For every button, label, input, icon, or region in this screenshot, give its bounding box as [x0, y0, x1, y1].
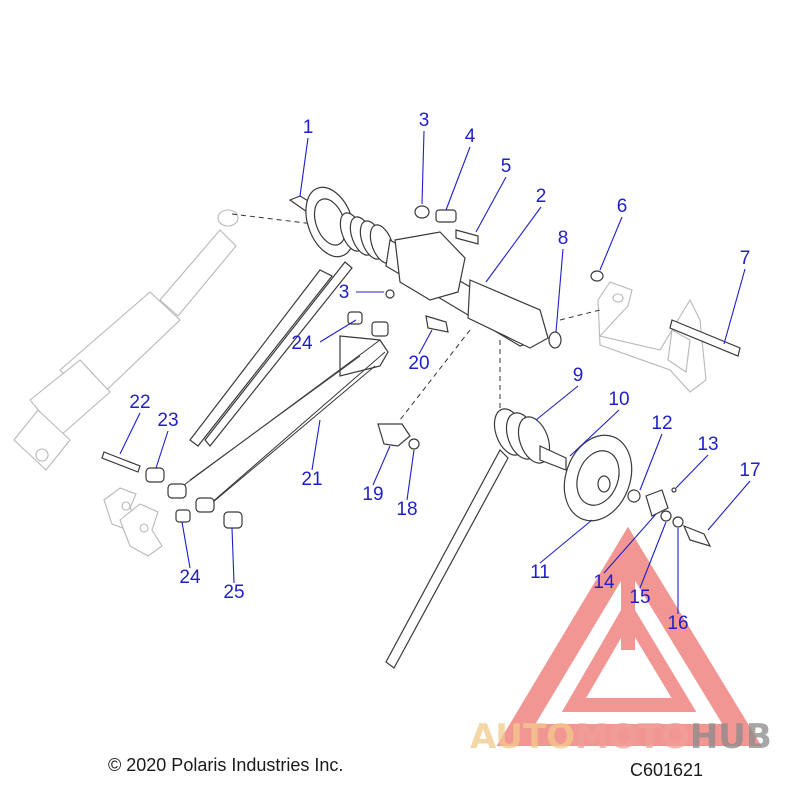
watermark-auto: AUTO — [470, 717, 575, 757]
callout-19: 19 — [362, 484, 383, 505]
callout-14: 14 — [593, 572, 615, 593]
bushings — [101, 311, 389, 529]
callout-9: 9 — [573, 365, 584, 386]
pivot-brackets-ghost — [103, 487, 163, 557]
callout-23: 23 — [157, 410, 178, 431]
callout-7: 7 — [740, 248, 751, 269]
watermark-hub: HUB — [690, 717, 772, 757]
callout-2: 2 — [536, 186, 547, 207]
callout-13: 13 — [697, 434, 718, 455]
copyright-text: © 2020 Polaris Industries Inc. — [108, 755, 344, 775]
svg-text:AUTOMOTOHUB: AUTOMOTOHUB — [470, 717, 772, 757]
callout-24a: 24 — [291, 333, 313, 354]
callout-16: 16 — [667, 613, 688, 634]
watermark-text: AUTOMOTOHUB — [470, 717, 772, 757]
callout-3a: 3 — [419, 110, 430, 131]
callout-4: 4 — [465, 126, 476, 147]
watermark-moto: MOTO — [575, 717, 690, 757]
right-spring-wheel — [385, 408, 633, 669]
callout-8: 8 — [558, 228, 569, 249]
callout-6: 6 — [617, 196, 628, 217]
callout-24b: 24 — [179, 567, 201, 588]
spring-coil — [339, 212, 395, 264]
right-hardware — [627, 487, 712, 547]
callout-25: 25 — [223, 582, 244, 603]
callout-12: 12 — [651, 413, 672, 434]
callout-5: 5 — [501, 156, 512, 177]
leader-lines — [119, 130, 751, 614]
shock-absorber-ghost — [13, 209, 239, 471]
drawing-code: C601621 — [630, 760, 704, 780]
callout-15: 15 — [629, 587, 650, 608]
upper-hardware — [414, 205, 741, 357]
callout-22: 22 — [129, 392, 150, 413]
callout-11: 11 — [530, 562, 550, 583]
spring-arms — [189, 261, 353, 447]
callout-10: 10 — [608, 389, 629, 410]
callout-21: 21 — [301, 469, 322, 490]
callout-1: 1 — [303, 117, 314, 138]
rod-assembly — [179, 335, 389, 509]
callout-numbers: 1233456789101112131415161718192021222324… — [129, 110, 760, 634]
main-shaft-assembly — [288, 186, 562, 349]
watermark-logo — [496, 526, 762, 746]
rear-bracket-ghost — [597, 281, 707, 393]
callout-17: 17 — [739, 460, 760, 481]
clip-parts — [377, 423, 420, 450]
callout-20: 20 — [408, 353, 429, 374]
callout-3b: 3 — [339, 282, 350, 303]
callout-18: 18 — [396, 499, 417, 520]
